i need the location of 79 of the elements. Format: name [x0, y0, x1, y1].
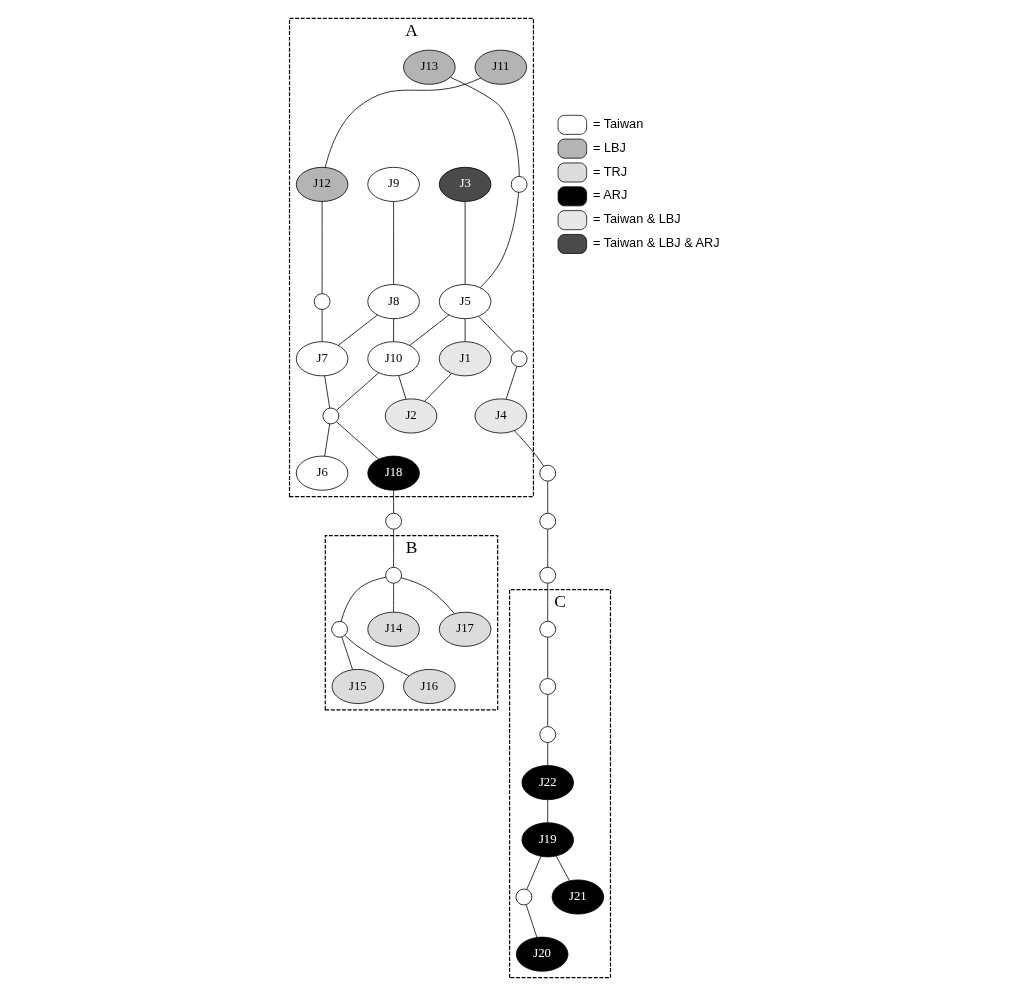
connector — [477, 316, 514, 353]
connector — [392, 490, 394, 514]
connector — [335, 421, 379, 460]
connector — [337, 314, 378, 346]
connector — [464, 318, 465, 342]
connector — [546, 528, 548, 568]
connector — [525, 856, 541, 890]
node-circle — [313, 293, 330, 310]
connector — [513, 430, 544, 467]
connector — [323, 375, 330, 409]
node-ellipse: J15 — [331, 669, 384, 704]
node-ellipse: J2 — [384, 398, 437, 434]
node-circle — [538, 620, 556, 638]
connector — [335, 372, 379, 411]
connector — [321, 201, 322, 294]
connector — [400, 577, 455, 614]
node-ellipse: J6 — [295, 455, 348, 491]
connector — [555, 855, 570, 882]
node-ellipse: J8 — [366, 284, 420, 320]
node-circle — [538, 566, 556, 584]
connector — [479, 191, 519, 288]
node-ellipse: J16 — [402, 669, 456, 704]
legend-label: = TRJ — [592, 163, 627, 179]
node-ellipse: J12 — [295, 166, 348, 202]
node-ellipse: J1 — [438, 341, 491, 377]
node-circle — [538, 726, 556, 743]
connector — [392, 201, 394, 285]
connector — [408, 314, 449, 346]
legend-label: = Taiwan & LBJ — [592, 211, 681, 227]
node-ellipse: J9 — [366, 166, 420, 202]
connector — [321, 309, 322, 342]
connector — [341, 636, 353, 670]
node-ellipse: J3 — [438, 166, 491, 202]
node-ellipse: J21 — [551, 879, 604, 915]
connector — [344, 635, 409, 677]
node-circle — [510, 176, 527, 193]
connector — [546, 694, 548, 727]
connector — [392, 528, 394, 568]
node-ellipse: J4 — [474, 398, 527, 434]
node-circle — [510, 350, 527, 368]
node-circle — [384, 512, 402, 530]
connector — [546, 636, 548, 679]
connector — [546, 582, 548, 622]
connector — [525, 904, 537, 938]
connector — [392, 318, 394, 342]
connector — [397, 375, 406, 400]
node-ellipse: J7 — [295, 341, 348, 377]
connector — [546, 480, 548, 514]
connector — [546, 742, 548, 766]
connector — [324, 77, 481, 168]
node-ellipse: J18 — [366, 455, 420, 491]
node-circle — [322, 407, 339, 425]
node-ellipse: J14 — [366, 611, 420, 647]
legend-label: = LBJ — [592, 139, 626, 155]
node-ellipse: J17 — [438, 611, 491, 647]
legend-label: = ARJ — [592, 187, 627, 203]
node-circle — [330, 620, 348, 638]
node-ellipse: J19 — [521, 822, 574, 858]
connector — [392, 582, 394, 613]
node-ellipse: J11 — [474, 49, 527, 85]
connector — [323, 423, 330, 457]
connector — [505, 366, 517, 400]
node-ellipse: J5 — [438, 284, 491, 320]
node-circle — [515, 888, 532, 906]
connector — [340, 576, 386, 622]
node-ellipse: J20 — [515, 936, 568, 972]
connector — [546, 799, 548, 823]
node-circle — [538, 678, 556, 695]
node-ellipse: J13 — [402, 49, 456, 85]
node-circle — [538, 464, 556, 482]
node-circle — [538, 512, 556, 530]
node-ellipse: J22 — [521, 765, 574, 801]
connector — [423, 373, 452, 402]
node-circle — [384, 566, 402, 584]
connector — [464, 201, 465, 285]
legend-label: = Taiwan & LBJ & ARJ — [592, 235, 720, 250]
connector — [449, 76, 520, 177]
legend-label: = Taiwan — [592, 115, 643, 131]
node-ellipse: J10 — [366, 341, 420, 377]
